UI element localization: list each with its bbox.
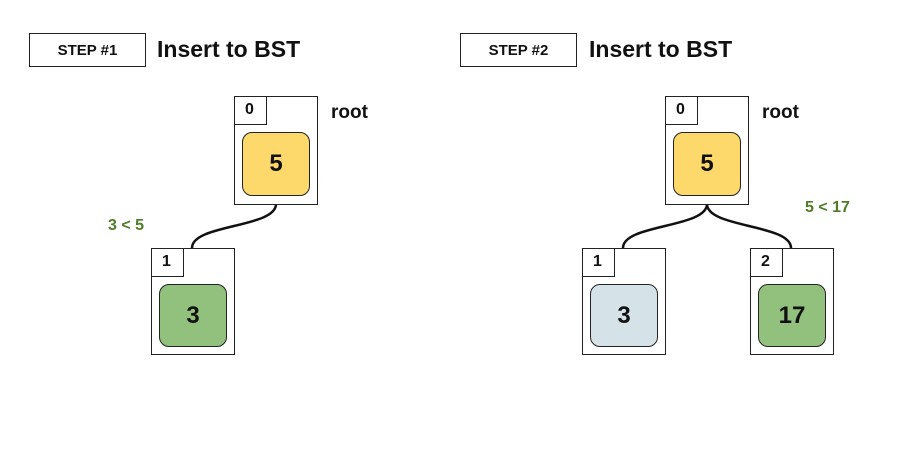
- node-value: 5: [242, 132, 310, 196]
- step2-node-2: 2 17: [750, 248, 834, 355]
- step2-comparison-label: 5 < 17: [805, 199, 850, 216]
- node-value: 3: [590, 284, 658, 347]
- step2-node-0: 0 5: [665, 96, 749, 205]
- step1-comparison-label: 3 < 5: [108, 217, 145, 234]
- step2-root-label: root: [762, 102, 799, 123]
- edge-step2-root-to-left: [621, 203, 709, 249]
- node-index: 1: [583, 249, 615, 277]
- node-index: 2: [751, 249, 783, 277]
- step1-root-label: root: [331, 102, 368, 123]
- node-index: 0: [235, 97, 267, 125]
- node-value: 3: [159, 284, 227, 347]
- step2-label: STEP #2: [460, 33, 577, 67]
- edge-step1-root-to-left: [190, 203, 278, 249]
- step2-node-1: 1 3: [582, 248, 666, 355]
- node-index: 1: [152, 249, 184, 277]
- step1-label: STEP #1: [29, 33, 146, 67]
- node-value: 17: [758, 284, 826, 347]
- step1-node-0: 0 5: [234, 96, 318, 205]
- node-value: 5: [673, 132, 741, 196]
- edge-step2-root-to-right: [705, 203, 793, 249]
- step2-title: Insert to BST: [589, 36, 733, 62]
- node-index: 0: [666, 97, 698, 125]
- step1-node-1: 1 3: [151, 248, 235, 355]
- step1-title: Insert to BST: [157, 36, 301, 62]
